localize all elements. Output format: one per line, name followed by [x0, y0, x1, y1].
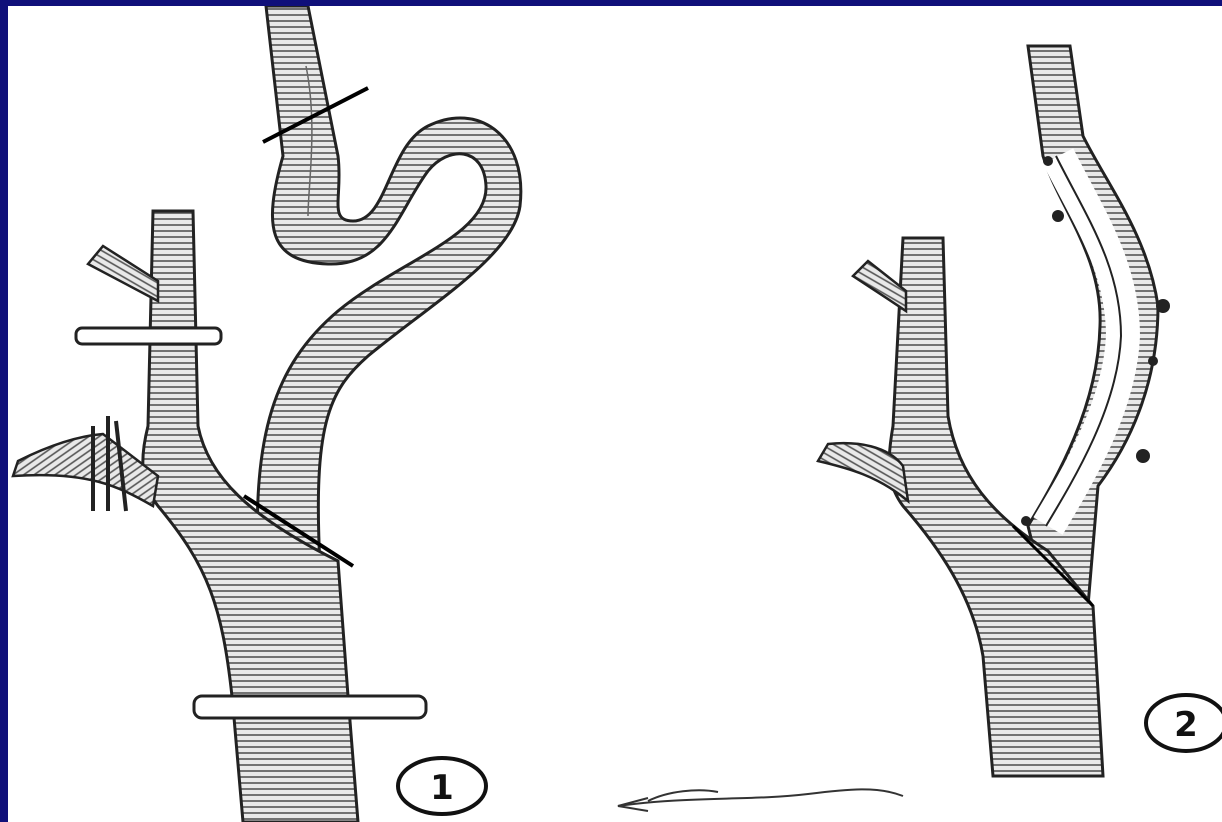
clamp-lower: [194, 696, 426, 718]
side-branch-upper-2: [853, 261, 906, 311]
side-branch-lower: [13, 434, 158, 506]
looped-vein-segment: [257, 6, 521, 566]
diagram-canvas: 1 2: [8, 6, 1222, 822]
panel-2-label: 2: [1146, 695, 1222, 751]
panel-2: 2: [818, 46, 1222, 776]
panel-1-label: 1: [398, 758, 486, 814]
side-branch-upper: [88, 246, 158, 301]
panel-2-number: 2: [1174, 705, 1198, 745]
transition-arrow: [618, 789, 903, 811]
main-artery-trunk: [143, 211, 358, 822]
vessel-anastomosis-diagram: 1 2: [8, 6, 1222, 822]
panel-1: 1: [13, 6, 521, 822]
clamp-upper: [76, 328, 221, 344]
panel-1-number: 1: [430, 768, 454, 808]
